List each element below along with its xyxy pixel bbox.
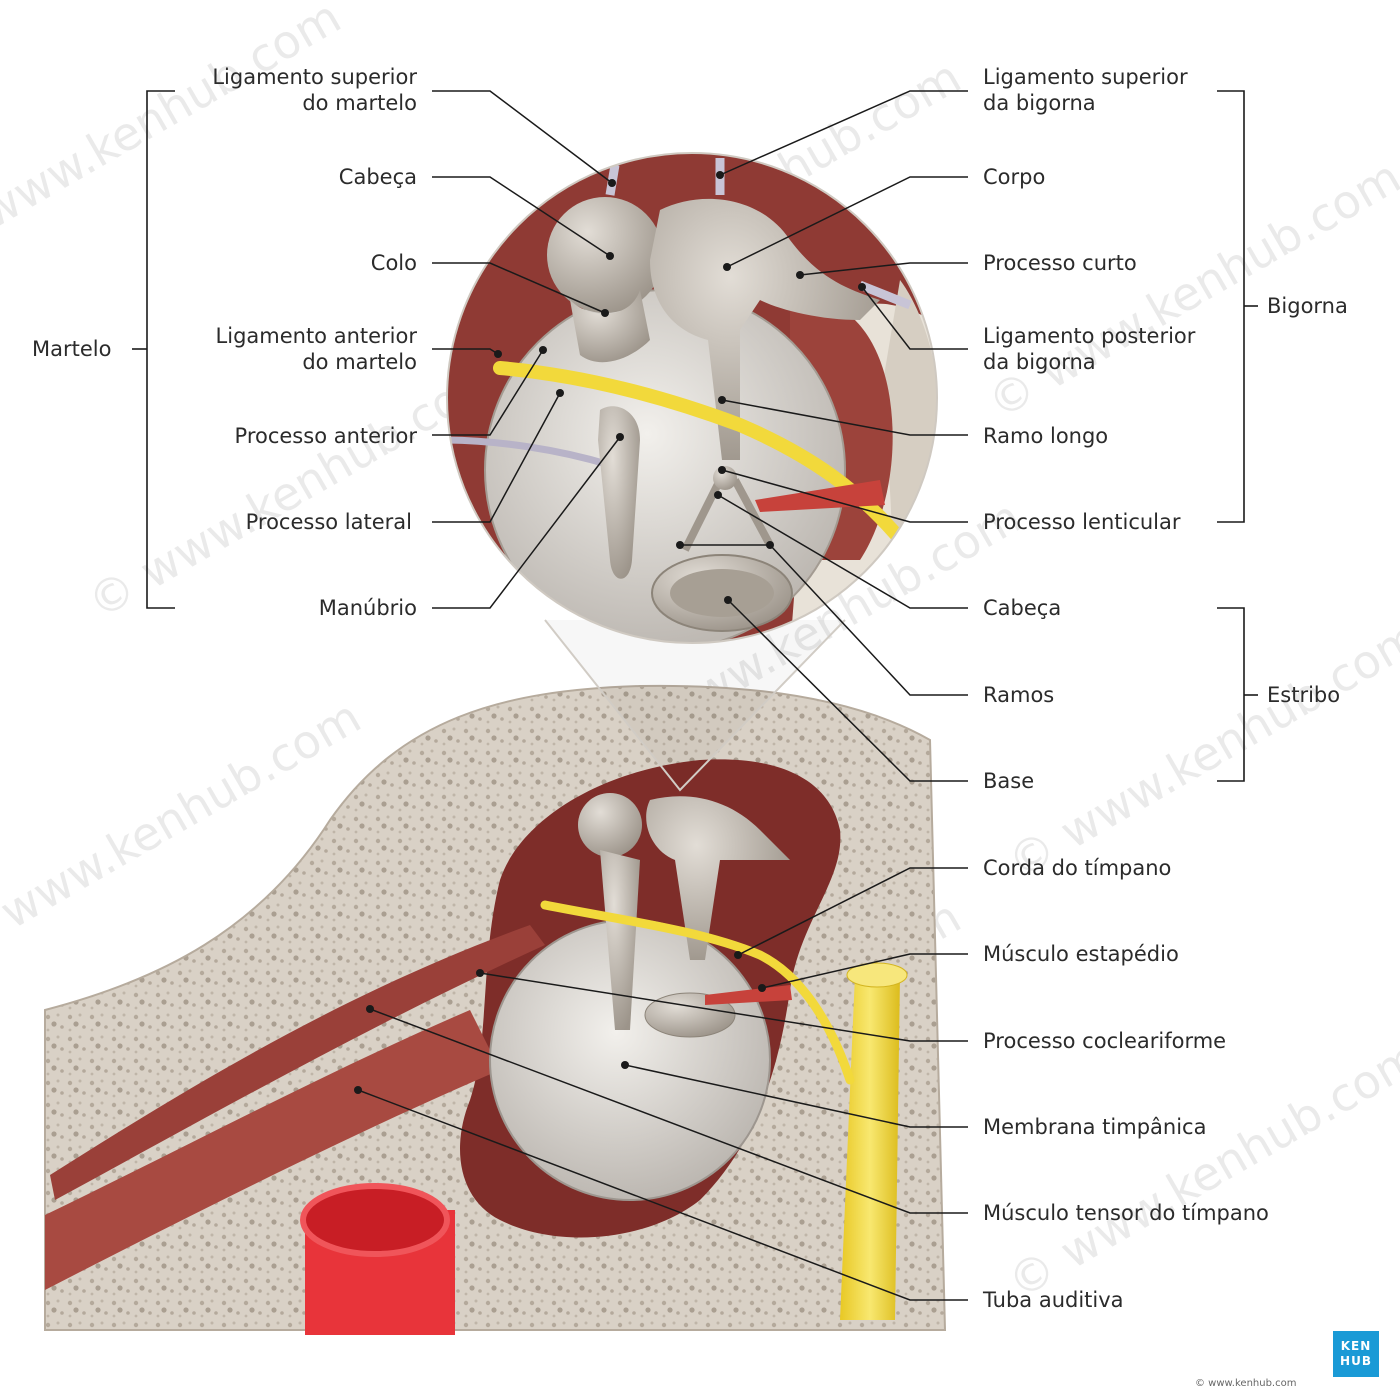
logo-line-2: HUB xyxy=(1340,1354,1372,1368)
bigorna-bracket xyxy=(1217,90,1245,523)
label-corpo: Corpo xyxy=(983,165,1045,189)
label-processo-cocleariforme: Processo cocleariforme xyxy=(983,1029,1226,1053)
label-processo-lenticular: Processo lenticular xyxy=(983,510,1181,534)
stapedius-small xyxy=(705,985,792,1005)
label-base: Base xyxy=(983,769,1034,793)
label-cabeca-martelo: Cabeça xyxy=(339,165,417,189)
zoom-circle-outline xyxy=(446,152,938,644)
label-lig-post-bigorna: Ligamento posterior xyxy=(983,324,1196,348)
label-ramo-longo: Ramo longo xyxy=(983,424,1108,448)
label-lig-sup-bigorna: Ligamento superior xyxy=(983,65,1188,89)
label-corda-do-timpano: Corda do tímpano xyxy=(983,856,1171,880)
labels-left: Martelo Ligamento superior do martelo Ca… xyxy=(32,65,417,620)
label-lig-ant-martelo: do martelo xyxy=(302,350,417,374)
copyright-credit: © www.kenhub.com xyxy=(1195,1378,1297,1389)
zoom-inset xyxy=(447,153,937,643)
inset-malleus-head xyxy=(547,197,663,313)
malleus-head-small xyxy=(578,793,642,857)
facial-nerve xyxy=(840,975,900,1320)
label-lig-sup-bigorna: da bigorna xyxy=(983,91,1096,115)
label-lig-sup-martelo: do martelo xyxy=(302,91,417,115)
label-colo: Colo xyxy=(371,251,417,275)
label-ramos: Ramos xyxy=(983,683,1054,707)
watermark-text: © www.kenhub.com xyxy=(999,1029,1400,1309)
label-lig-ant-martelo: Ligamento anterior xyxy=(216,324,418,348)
cross-section-illustration xyxy=(44,684,947,1335)
facial-nerve-end xyxy=(846,962,908,988)
label-musculo-tensor: Músculo tensor do tímpano xyxy=(983,1201,1269,1225)
label-musculo-estapedio: Músculo estapédio xyxy=(983,942,1179,966)
inset-incus-body xyxy=(650,198,880,460)
inset-malleus-handle xyxy=(598,406,640,579)
kenhub-logo: KEN HUB xyxy=(1333,1331,1379,1377)
label-processo-anterior: Processo anterior xyxy=(235,424,418,448)
label-tuba-auditiva: Tuba auditiva xyxy=(982,1288,1124,1312)
watermark-text: © www.kenhub.com xyxy=(0,0,350,270)
inset-stapes-crura xyxy=(681,478,774,552)
inset-malleus-neck xyxy=(570,290,650,363)
chorda-tympani-small xyxy=(540,900,855,1085)
label-lig-post-bigorna: da bigorna xyxy=(983,350,1096,374)
auditory-tube xyxy=(45,1010,500,1290)
watermark-text: © www.kenhub.com xyxy=(979,149,1400,429)
artery-lumen xyxy=(300,1183,450,1257)
label-processo-lateral: Processo lateral xyxy=(246,510,412,534)
label-cabeca-estribo: Cabeça xyxy=(983,596,1061,620)
inset-ligament-anterior xyxy=(447,436,612,469)
label-manubrio: Manúbrio xyxy=(319,596,417,620)
watermark-text: © www.kenhub.com xyxy=(999,609,1400,889)
zoom-connector xyxy=(544,619,846,792)
incus-small xyxy=(646,796,790,960)
group-brackets xyxy=(132,90,1258,782)
label-estribo-group: Estribo xyxy=(1267,683,1340,707)
label-martelo-group: Martelo xyxy=(32,337,111,361)
tensor-canal xyxy=(50,925,545,1200)
label-membrana-timpanica: Membrana timpânica xyxy=(983,1115,1206,1139)
labels-right: Ligamento superior da bigorna Corpo Proc… xyxy=(982,65,1348,1312)
leader-lines xyxy=(354,90,968,1301)
watermark-text: © www.kenhub.com xyxy=(79,349,510,629)
label-lig-sup-martelo: Ligamento superior xyxy=(212,65,417,89)
inset-stapedius xyxy=(755,480,885,512)
malleus-handle-small xyxy=(600,850,640,1030)
label-bigorna-group: Bigorna xyxy=(1267,294,1348,318)
label-processo-curto: Processo curto xyxy=(983,251,1137,275)
logo-line-1: KEN xyxy=(1340,1339,1372,1353)
